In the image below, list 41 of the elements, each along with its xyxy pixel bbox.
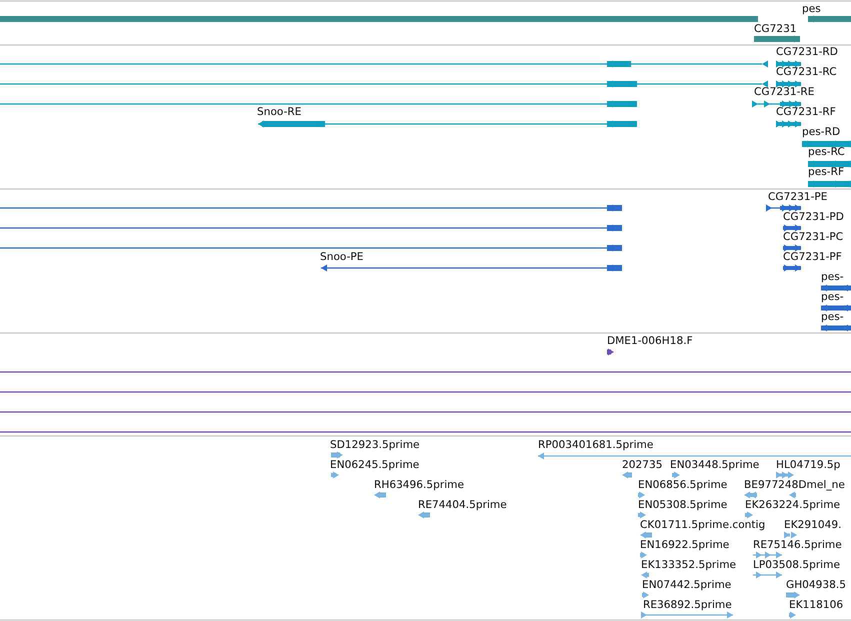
feature-label: CG7231-PD xyxy=(783,210,844,224)
feature-label: RE36892.5prime xyxy=(643,598,732,612)
feature-label: CG7231-RE xyxy=(754,85,814,99)
feature-label: EK118106 xyxy=(789,598,844,612)
feature-label: pes xyxy=(802,2,821,16)
feature-label: CG7231-PC xyxy=(783,230,844,244)
feature-label: EN07442.5prime xyxy=(642,578,732,592)
feature-label: pes-RD xyxy=(802,125,840,139)
feature-label: GH04938.5 xyxy=(786,578,846,592)
feature-label: CG7231-RD xyxy=(776,45,838,59)
feature-label: CG7231-RC xyxy=(776,65,837,79)
feature-label: RE74404.5prime xyxy=(418,498,507,512)
feature-label: RP003401681.5prime xyxy=(538,438,654,452)
feature-label: pes-RF xyxy=(808,165,844,179)
feature-label: LP03508.5prime xyxy=(753,558,840,572)
feature-label: CG7231-RF xyxy=(776,105,836,119)
feature-label: Snoo-RE xyxy=(257,105,302,119)
feature-label: CG7231 xyxy=(754,22,797,36)
feature-label: CK01711.5prime.contig xyxy=(640,518,766,532)
feature-label: EK263224.5prime xyxy=(745,498,840,512)
feature-label: Snoo-PE xyxy=(320,250,364,264)
feature-label: EN03448.5prime xyxy=(670,458,760,472)
feature-label: EK291049. xyxy=(784,518,842,532)
feature-label: BE977248Dmel_ne xyxy=(744,478,845,492)
feature-label: pes- xyxy=(821,310,844,324)
feature-label: 202735 xyxy=(622,458,662,472)
feature-label: EN06856.5prime xyxy=(638,478,728,492)
feature-label: HL04719.5p xyxy=(776,458,840,472)
feature-label: pes-RC xyxy=(808,145,845,159)
feature-label: CG7231-PF xyxy=(783,250,842,264)
feature-label: RE75146.5prime xyxy=(753,538,842,552)
feature-label: DME1-006H18.F xyxy=(607,334,693,348)
feature-label: RH63496.5prime xyxy=(374,478,464,492)
feature-label: pes- xyxy=(821,290,844,304)
feature-label: pes- xyxy=(821,270,844,284)
feature-label: EN16922.5prime xyxy=(640,538,730,552)
feature-label: SD12923.5prime xyxy=(330,438,420,452)
feature-label: EN05308.5prime xyxy=(638,498,728,512)
feature-label: CG7231-PE xyxy=(768,190,828,204)
feature-label: EN06245.5prime xyxy=(330,458,420,472)
feature-label: EK133352.5prime xyxy=(641,558,736,572)
